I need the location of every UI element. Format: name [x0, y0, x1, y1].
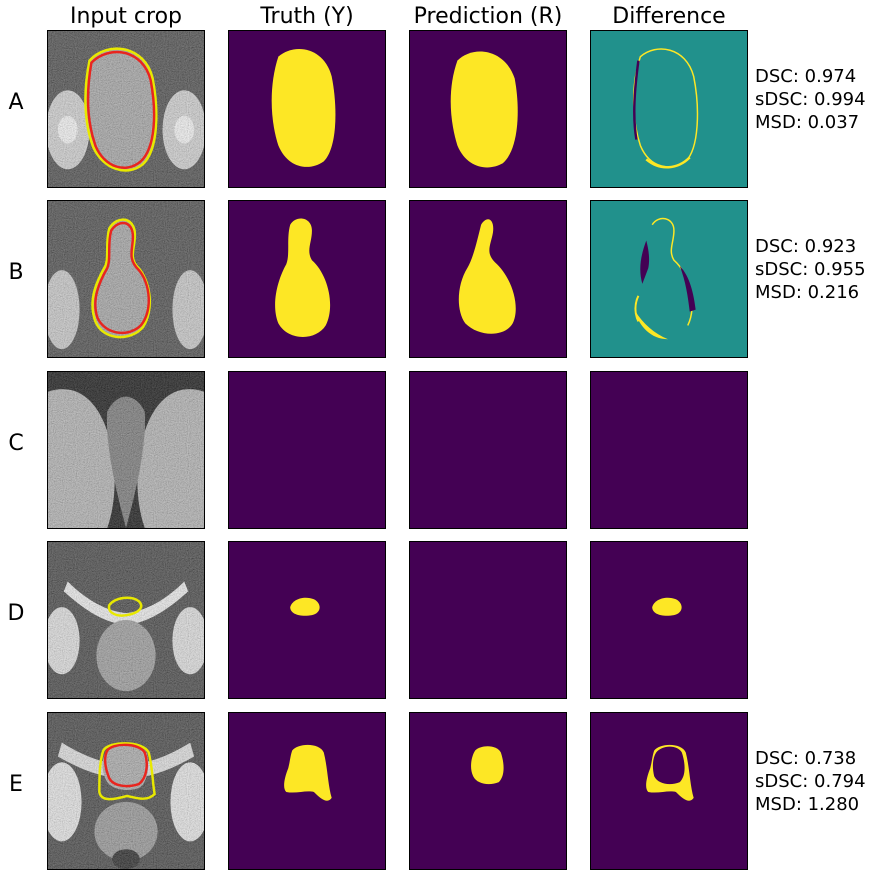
difference-map-d [590, 541, 748, 699]
dsc-value: DSC: 0.974 [755, 66, 857, 87]
dsc-value: DSC: 0.923 [755, 236, 857, 257]
row-label-c: C [8, 431, 24, 456]
sdsc-value: sDSC: 0.955 [755, 259, 866, 280]
msd-value: MSD: 0.037 [755, 112, 860, 133]
column-title-difference: Difference [612, 4, 726, 29]
truth-mask-d [228, 541, 386, 699]
prediction-mask-e [409, 712, 567, 870]
metrics-b: DSC: 0.923 sDSC: 0.955 MSD: 0.216 [755, 235, 866, 304]
column-title-prediction: Prediction (R) [413, 4, 563, 29]
truth-mask-a [228, 30, 386, 188]
msd-value: MSD: 0.216 [755, 282, 860, 303]
ct-image-b [47, 200, 205, 358]
row-label-d: D [7, 601, 25, 626]
metrics-e: DSC: 0.738 sDSC: 0.794 MSD: 1.280 [755, 747, 866, 816]
sdsc-value: sDSC: 0.994 [755, 89, 866, 110]
ct-image-a [47, 30, 205, 188]
ct-image-c [47, 371, 205, 529]
difference-map-a [590, 30, 748, 188]
column-title-truth: Truth (Y) [260, 4, 354, 29]
truth-mask-c [228, 371, 386, 529]
difference-map-c [590, 371, 748, 529]
prediction-mask-a [409, 30, 567, 188]
ct-image-e [47, 712, 205, 870]
prediction-mask-b [409, 200, 567, 358]
dsc-value: DSC: 0.738 [755, 748, 857, 769]
metrics-a: DSC: 0.974 sDSC: 0.994 MSD: 0.037 [755, 65, 866, 134]
sdsc-value: sDSC: 0.794 [755, 771, 866, 792]
row-label-a: A [8, 90, 24, 115]
truth-mask-b [228, 200, 386, 358]
msd-value: MSD: 1.280 [755, 794, 860, 815]
ct-image-d [47, 541, 205, 699]
difference-map-b [590, 200, 748, 358]
prediction-mask-d [409, 541, 567, 699]
column-title-input-crop: Input crop [69, 4, 183, 29]
row-label-b: B [8, 260, 24, 285]
difference-map-e [590, 712, 748, 870]
truth-mask-e [228, 712, 386, 870]
row-label-e: E [9, 772, 23, 797]
prediction-mask-c [409, 371, 567, 529]
